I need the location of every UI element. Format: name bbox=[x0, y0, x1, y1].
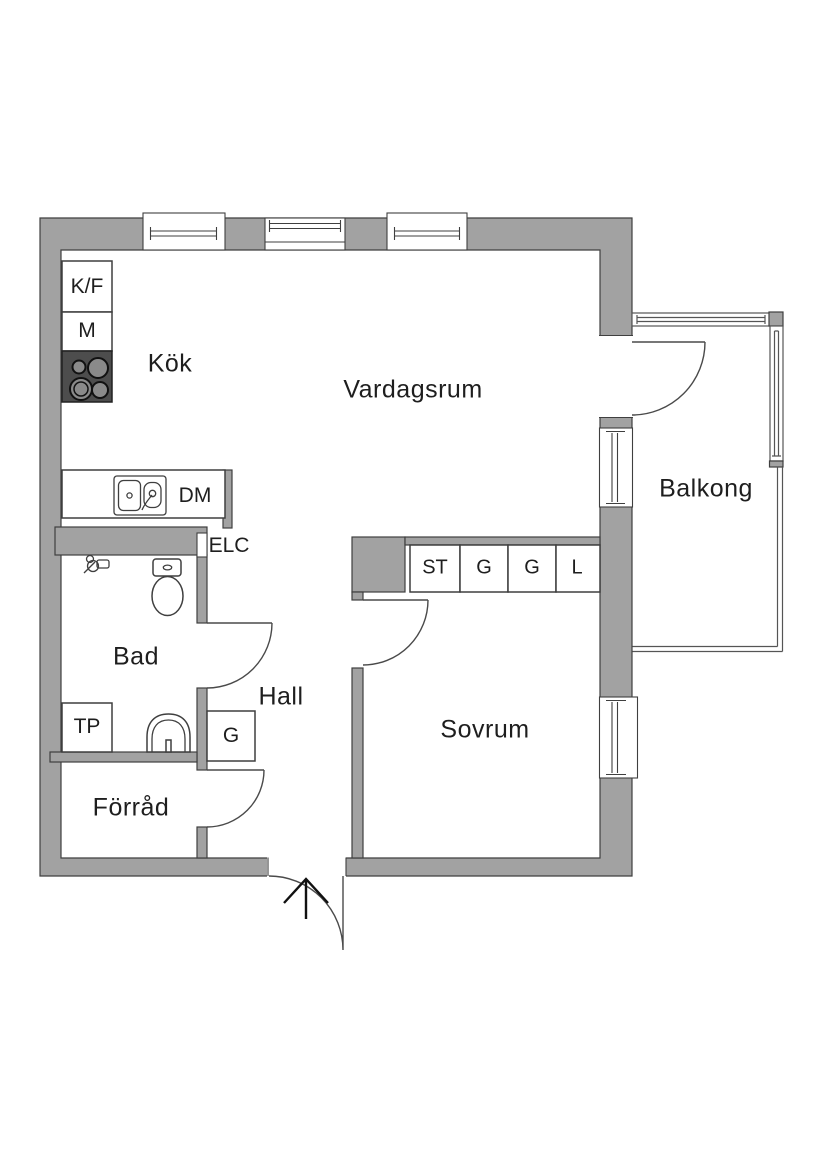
window-livingroom-icon bbox=[386, 212, 468, 251]
entry-arrow-icon bbox=[283, 877, 329, 919]
label-hall-wardrobe: G bbox=[222, 724, 240, 747]
window-bedroom-icon bbox=[598, 696, 639, 779]
wall-hall-bedroom-upper bbox=[351, 591, 364, 601]
wall-closet-top bbox=[404, 536, 601, 546]
toilet-icon bbox=[151, 558, 184, 617]
door-bedroom bbox=[362, 599, 429, 666]
balcony-railing bbox=[632, 467, 784, 653]
wall-bath-east-mid bbox=[196, 687, 208, 771]
window-balcony-icon bbox=[598, 427, 634, 508]
kitchen-sink-icon bbox=[113, 475, 167, 516]
label-fridge-freezer: K/F bbox=[70, 275, 104, 298]
wall-hall-bedroom-lower bbox=[351, 667, 364, 859]
doors bbox=[206, 334, 706, 951]
label-dishwasher: DM bbox=[178, 484, 212, 507]
room-label-bathroom: Bad bbox=[113, 642, 159, 671]
room-label-living-room: Vardagsrum bbox=[343, 375, 483, 404]
wall-bath-bottom bbox=[49, 751, 198, 763]
balcony-glazing-right bbox=[769, 325, 784, 462]
door-balcony bbox=[631, 341, 706, 416]
balcony-structure bbox=[631, 311, 784, 653]
label-cleaning-cabinet: ST bbox=[422, 556, 448, 579]
shower-mixer-icon bbox=[83, 554, 110, 574]
door-storage bbox=[206, 769, 265, 828]
balcony-post-top bbox=[768, 311, 784, 327]
label-wardrobe-2: G bbox=[524, 556, 540, 579]
wall-bath-east-lower bbox=[196, 826, 208, 859]
closets bbox=[206, 544, 601, 762]
stove-icon bbox=[61, 350, 113, 403]
label-microwave: M bbox=[78, 319, 96, 342]
electrical-cabinet-niche bbox=[196, 532, 208, 558]
balcony-post-mid bbox=[768, 460, 784, 468]
wall-bath-east-upper bbox=[196, 554, 208, 624]
label-electrical-cabinet: ELC bbox=[208, 534, 250, 557]
wardrobe-2-box bbox=[507, 544, 557, 593]
room-label-bedroom: Sovrum bbox=[440, 715, 530, 744]
label-wardrobe-1: G bbox=[476, 556, 492, 579]
room-label-hall: Hall bbox=[258, 682, 304, 711]
facade-windows bbox=[142, 212, 639, 779]
kitchen-fixtures bbox=[61, 260, 226, 519]
room-label-balcony: Balkong bbox=[659, 474, 753, 503]
window-kitchen-icon bbox=[142, 212, 226, 251]
label-linen-cabinet: L bbox=[571, 556, 583, 579]
door-bathroom bbox=[206, 622, 273, 689]
room-label-storage: Förråd bbox=[92, 793, 170, 822]
label-laundry-unit: TP bbox=[73, 715, 101, 738]
wardrobe-1-box bbox=[459, 544, 509, 593]
walls bbox=[39, 217, 633, 877]
window-livingroom-top-icon bbox=[264, 217, 346, 251]
wall-bath-top bbox=[54, 526, 208, 556]
bathroom-fixtures bbox=[61, 554, 191, 753]
microwave-box bbox=[61, 311, 113, 352]
wall-closet-block bbox=[351, 536, 406, 593]
door-entry bbox=[268, 875, 344, 951]
linen-cabinet-box bbox=[555, 544, 601, 593]
laundry-unit-box bbox=[61, 702, 113, 753]
hall-wardrobe-box bbox=[206, 710, 256, 762]
balcony-glazing-top bbox=[631, 312, 771, 327]
room-label-kitchen: Kök bbox=[147, 349, 193, 378]
washbasin-icon bbox=[146, 713, 191, 753]
